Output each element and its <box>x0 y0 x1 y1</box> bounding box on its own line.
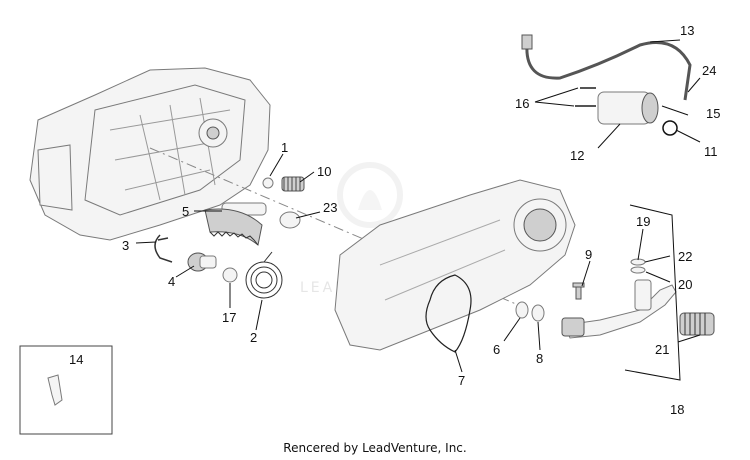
callout-6: 6 <box>493 342 500 357</box>
clamp-part-14 <box>47 374 63 406</box>
gear-part-10 <box>281 176 305 192</box>
callout-10: 10 <box>317 164 331 179</box>
callout-16: 16 <box>515 96 529 111</box>
clip-part-3 <box>154 234 173 263</box>
callout-3: 3 <box>122 238 129 253</box>
callout-24: 24 <box>702 63 716 78</box>
callout-2: 2 <box>250 330 257 345</box>
callout-14: 14 <box>69 352 83 367</box>
callout-15: 15 <box>706 106 720 121</box>
spring-part-2 <box>245 251 283 299</box>
bush-part-17 <box>222 267 238 283</box>
callout-13: 13 <box>680 23 694 38</box>
starter-motor-part-12 <box>597 91 678 136</box>
callout-1: 1 <box>281 140 288 155</box>
footer-credit: Rencered by LeadVenture, Inc. <box>283 441 466 455</box>
callout-20: 20 <box>678 277 692 292</box>
assembly-bracket-18 <box>624 204 681 381</box>
callout-8: 8 <box>536 351 543 366</box>
callout-4: 4 <box>168 274 175 289</box>
pedal-rubber-part-21 <box>679 312 715 336</box>
inset-box-part-14 <box>19 345 113 435</box>
bolt-part-9 <box>572 282 585 300</box>
callout-22: 22 <box>678 249 692 264</box>
crankcase <box>29 67 271 241</box>
washers-part-20-22 <box>630 258 646 274</box>
kick-lever-part-18 <box>561 279 677 339</box>
callout-19: 19 <box>636 214 650 229</box>
watermark-logo <box>337 162 403 228</box>
pinion-part-4 <box>187 252 217 272</box>
callout-18: 18 <box>670 402 684 417</box>
callout-9: 9 <box>585 247 592 262</box>
seal-part-8 <box>531 304 545 322</box>
callout-12: 12 <box>570 148 584 163</box>
bushing-part-1 <box>262 177 274 189</box>
cable-part-13 <box>521 34 692 101</box>
screws-part-16 <box>575 87 596 107</box>
callout-11: 11 <box>704 144 718 159</box>
callout-17: 17 <box>222 310 236 325</box>
seal-part-6 <box>515 301 529 319</box>
bushing-part-23 <box>279 211 301 229</box>
gasket-part-7 <box>425 274 472 353</box>
kickstart-shaft-part-5 <box>204 202 267 246</box>
callout-21: 21 <box>655 342 669 357</box>
leader-lines <box>135 39 701 373</box>
callout-23: 23 <box>323 200 337 215</box>
callout-7: 7 <box>458 373 465 388</box>
callout-5: 5 <box>182 204 189 219</box>
transmission-cover <box>334 179 576 351</box>
